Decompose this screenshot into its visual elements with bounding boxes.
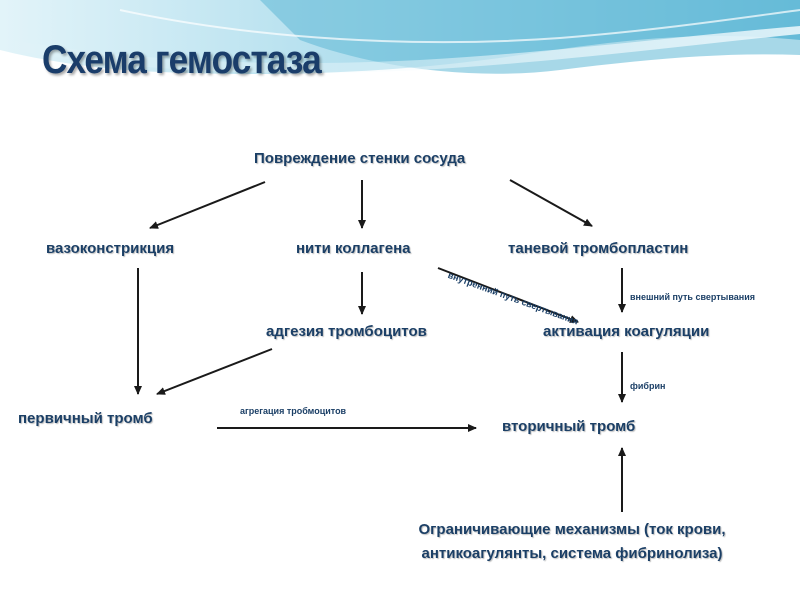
label-fibrin: фибрин	[630, 381, 666, 391]
arrow-adhesion-to-primary	[156, 348, 273, 395]
wave-line	[119, 9, 800, 44]
node-vessel-damage: Повреждение стенки сосуда	[254, 150, 466, 167]
page-title: Схема гемостаза	[42, 38, 322, 82]
limiting-mechanisms-line-1: Ограничивающие механизмы (ток крови,	[418, 521, 726, 538]
node-limiting-mechanisms: Ограничивающие механизмы (ток крови, ант…	[360, 518, 784, 566]
node-collagen-fibers: нити коллагена	[296, 240, 411, 257]
node-secondary-thrombus: вторичный тромб	[502, 418, 636, 435]
header-waves	[0, 0, 800, 75]
arrow-collagen-to-coagulation	[437, 267, 579, 323]
wave-highlight	[0, 26, 800, 74]
node-tissue-thromboplastin: таневой тромбопластин	[508, 240, 689, 257]
label-platelet-aggregation: агрегация тробмоцитов	[240, 406, 347, 416]
node-vasoconstriction: вазоконстрикция	[46, 240, 175, 257]
node-platelet-adhesion: адгезия тромбоцитов	[266, 323, 427, 340]
arrow-damage-to-vasoconstriction	[149, 181, 266, 229]
label-extrinsic-pathway: внешний путь свертывания	[630, 292, 756, 302]
node-coagulation-activation: активация коагуляции	[543, 323, 710, 340]
arrow-damage-to-tissue	[509, 179, 593, 227]
wave-mid	[260, 0, 800, 74]
node-primary-thrombus: первичный тромб	[18, 410, 153, 427]
limiting-mechanisms-line-2: антикоагулянты, система фибринолиза)	[421, 545, 723, 562]
